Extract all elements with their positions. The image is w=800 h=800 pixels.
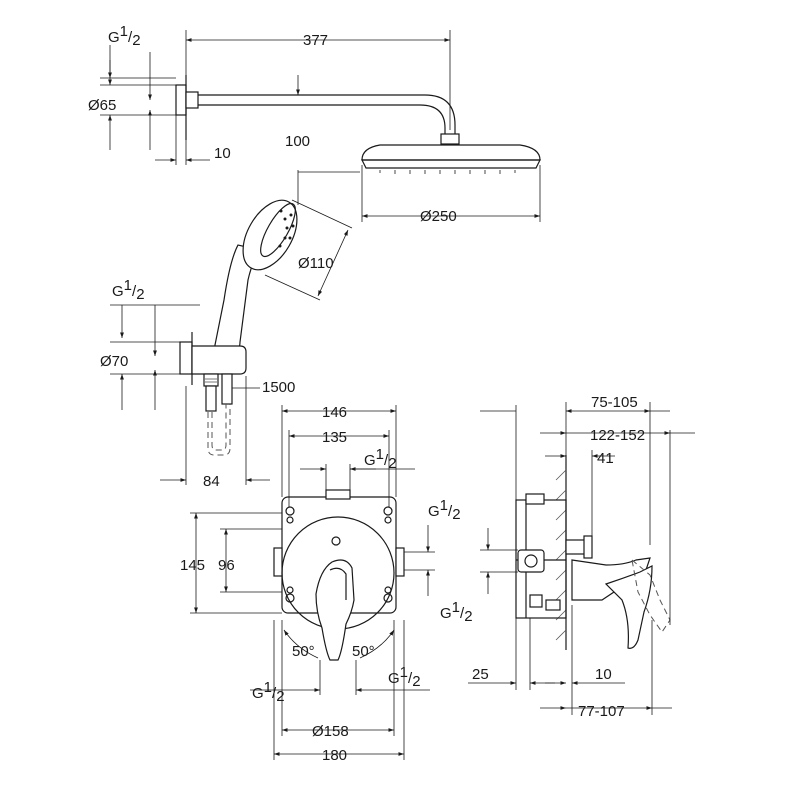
dim-96: 96 [218,557,235,574]
dim-135: 135 [322,429,347,446]
dim-146: 146 [322,404,347,421]
dim-d250: Ø250 [420,208,457,225]
dim-145: 145 [180,557,205,574]
hand-shower-view: Ø110 G1/2 Ø70 1500 84 [100,199,353,490]
label-g-mid: G1/2 [112,277,145,303]
shower-arm [198,94,456,135]
dim-d158: Ø158 [312,723,349,740]
wall-plate [175,84,187,116]
dim-377: 377 [303,32,328,49]
dim-180: 180 [322,747,347,764]
hose [207,404,231,456]
dim-77-107: 77-107 [578,703,625,720]
dim-10-top: 10 [214,145,231,162]
dim-d65: Ø65 [88,97,116,114]
head-shower-view: 377 G1/2 Ø65 10 100 Ø250 [88,23,541,225]
label-g-side: G1/2 [440,599,473,625]
wall-holder [191,345,247,375]
label-g-mixer-top: G1/2 [364,446,397,472]
dim-d110: Ø110 [298,255,334,272]
label-g-bottom-left: G1/2 [252,679,285,705]
head-shower-plate [361,144,541,161]
dim-75-105: 75-105 [591,394,638,411]
dim-25: 25 [472,666,489,683]
dim-41: 41 [597,450,614,467]
hand-shower-head [242,199,298,271]
dim-10-side: 10 [595,666,612,683]
dim-84: 84 [203,473,220,490]
dim-100: 100 [285,133,310,150]
dim-d70: Ø70 [100,353,128,370]
dim-1500: 1500 [262,379,295,396]
dim-angle-left: 50° [292,643,315,660]
mixer-front-view: 50° 50° 146 135 G1/2 145 96 G1/ [180,404,461,764]
mixer-side-view: 75-105 122-152 41 G1/2 25 10 [440,394,695,720]
label-g-mixer-right: G1/2 [428,497,461,523]
lever-handle [315,559,355,661]
dim-angle-right: 50° [352,643,375,660]
label-g-top: G1/2 [108,23,141,49]
dim-122-152: 122-152 [590,427,645,444]
